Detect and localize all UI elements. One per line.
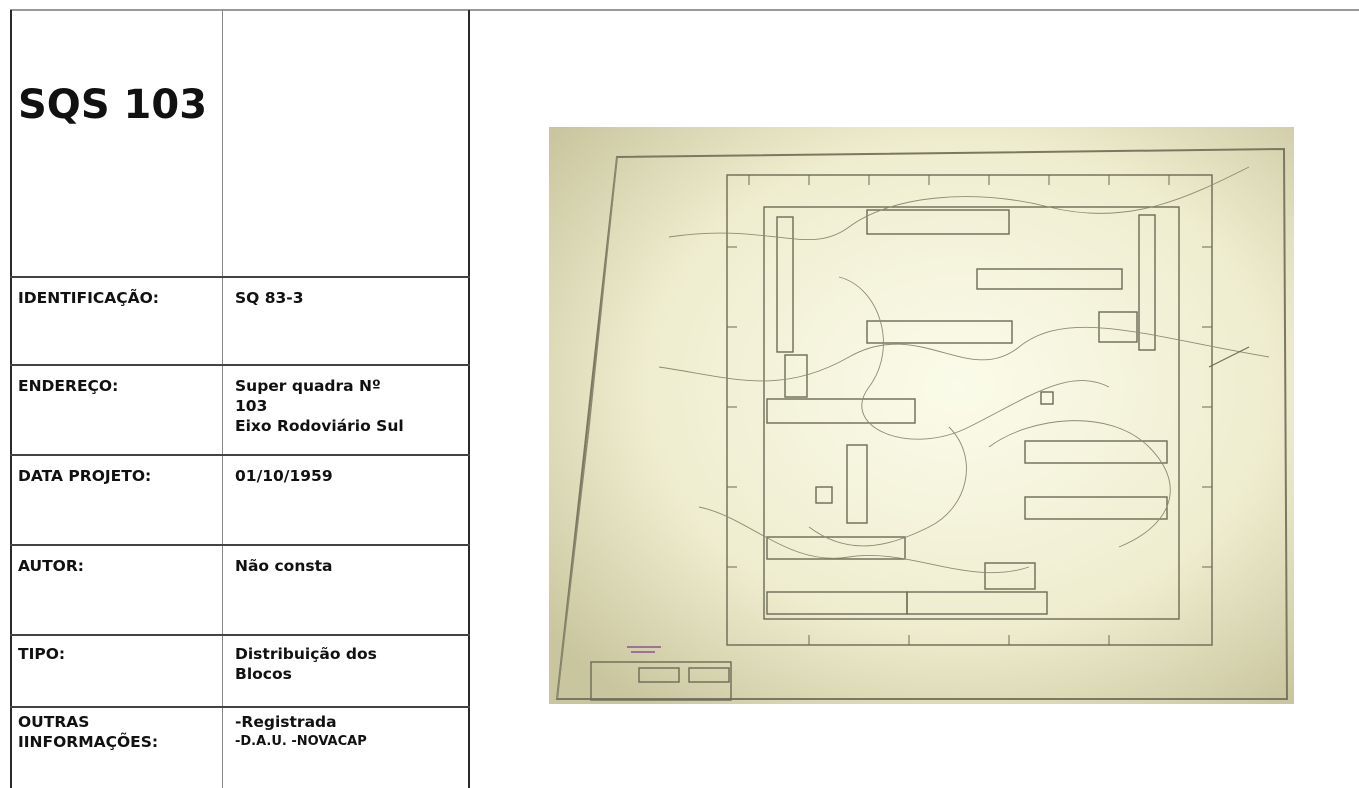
tipo-value-line: Distribuição dos [235, 645, 377, 663]
outras-informacoes-label: OUTRAS IINFORMAÇÕES: [18, 712, 224, 752]
tipo-label: TIPO: [18, 645, 66, 663]
row-divider [10, 706, 470, 708]
data-projeto-value: 01/10/1959 [235, 466, 467, 486]
identificacao-value-line: SQ 83-3 [235, 289, 304, 307]
table-column-divider [222, 10, 223, 788]
outras-informacoes-value: -Registrada -D.A.U. -NOVACAP [235, 712, 467, 752]
autor-value-line: Não consta [235, 557, 333, 575]
tipo-value-line: Blocos [235, 665, 292, 683]
endereco-value-line: Eixo Rodoviário Sul [235, 417, 404, 435]
row-divider [10, 276, 470, 278]
outras-informacoes-label-line: OUTRAS [18, 713, 90, 731]
outras-informacoes-value-line: -D.A.U. -NOVACAP [235, 734, 367, 749]
endereco-value-line: Super quadra Nº [235, 377, 381, 395]
row-divider [10, 634, 470, 636]
row-divider [10, 544, 470, 546]
row-divider [10, 454, 470, 456]
table-left-border [10, 10, 12, 788]
data-projeto-label: DATA PROJETO: [18, 467, 152, 485]
outras-informacoes-value-line: -Registrada [235, 713, 337, 731]
identificacao-value: SQ 83-3 [235, 288, 467, 308]
info-table: SQS 103 IDENTIFICAÇÃO: SQ 83-3 ENDEREÇO:… [10, 10, 470, 788]
autor-label: AUTOR: [18, 557, 84, 575]
document-title: SQS 103 [18, 82, 208, 128]
data-projeto-value-line: 01/10/1959 [235, 467, 333, 485]
site-plan-drawing-icon [549, 127, 1294, 704]
outras-informacoes-label-line: IINFORMAÇÕES: [18, 733, 159, 751]
autor-value: Não consta [235, 556, 467, 576]
endereco-value: Super quadra Nº 103 Eixo Rodoviário Sul [235, 376, 467, 436]
endereco-value-line: 103 [235, 397, 268, 415]
tipo-value: Distribuição dos Blocos [235, 644, 467, 684]
table-right-border [468, 10, 470, 788]
endereco-label: ENDEREÇO: [18, 377, 119, 395]
top-border [10, 9, 1359, 11]
site-plan-image [549, 127, 1294, 704]
row-divider [10, 364, 470, 366]
identificacao-label: IDENTIFICAÇÃO: [18, 289, 160, 307]
